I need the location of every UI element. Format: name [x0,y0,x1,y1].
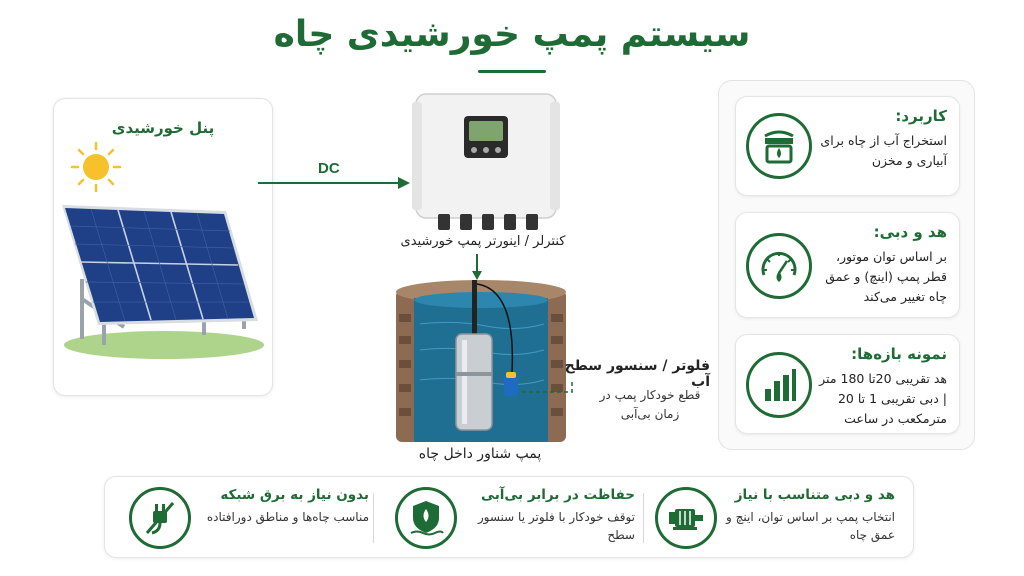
float-sensor-desc: قطع خودکار پمپ در زمان بی‌آبی [599,388,701,421]
no-plug-icon [129,487,191,549]
info-card-desc: بر اساس توان موتور، قطر پمپ (اینچ) و عمق… [825,249,947,304]
feature-title: هد و دبی متناسب با نیاز [734,487,895,503]
divider [373,493,374,543]
pump-label: پمپ شناور داخل چاه [418,446,542,462]
controller-to-pump-arrow [472,254,482,280]
dc-arrow [258,177,410,189]
controller-label: کنترلر / اینورتر پمپ خورشیدی [400,234,566,249]
feature-title: حفاظت در برابر بی‌آبی [481,487,635,503]
controller-illustration [412,93,560,230]
well-illustration [396,280,566,442]
feature-desc: مناسب چاه‌ها و مناطق دورافتاده [206,510,369,524]
water-well-icon [746,113,812,179]
info-card-title: کاربرد: [895,107,947,125]
solar-panel-card: پنل خورشیدی [53,98,273,396]
info-card-desc: استخراج آب از چاه برای آبیاری و مخزن [820,133,947,168]
feature-desc: انتخاب پمپ بر اساس توان، اینچ و عمق چاه [726,510,895,542]
info-card-title: نمونه بازه‌ها: [851,345,947,363]
title-underline [478,70,546,73]
page-title: سیستم پمپ خورشیدی چاه [273,14,751,55]
dc-label: DC [318,160,340,177]
info-card-head-flow: هد و دبی: بر اساس توان موتور، قطر پمپ (ا… [735,212,960,318]
info-card-title: هد و دبی: [873,223,947,241]
float-sensor-title: فلوتر / سنسور سطح آب [564,358,710,390]
motor-icon [655,487,717,549]
solar-panel-label: پنل خورشیدی [111,119,215,137]
shield-water-icon [395,487,457,549]
info-card-desc: هد تقریبی 20تا 180 متر | دبی تقریبی 1 تا… [819,371,947,426]
feature-off-grid: بدون نیاز به برق شبکه مناسب چاه‌ها و منا… [119,477,379,559]
solar-panel-illustration [62,141,264,359]
feature-head-flow: هد و دبی متناسب با نیاز انتخاب پمپ بر اس… [645,477,905,559]
bar-chart-icon [746,352,812,418]
pressure-gauge-icon [746,233,812,299]
feature-dry-run-protection: حفاظت در برابر بی‌آبی توقف خودکار با فلو… [385,477,645,559]
feature-title: بدون نیاز به برق شبکه [220,487,369,503]
features-strip: هد و دبی متناسب با نیاز انتخاب پمپ بر اس… [104,476,914,558]
sun-icon [70,141,122,193]
float-leader-line [522,382,573,393]
info-card-usage: کاربرد: استخراج آب از چاه برای آبیاری و … [735,96,960,196]
divider [643,493,644,543]
feature-desc: توقف خودکار با فلوتر یا سنسور سطح [477,510,635,542]
info-card-sample-ranges: نمونه بازه‌ها: هد تقریبی 20تا 180 متر | … [735,334,960,434]
